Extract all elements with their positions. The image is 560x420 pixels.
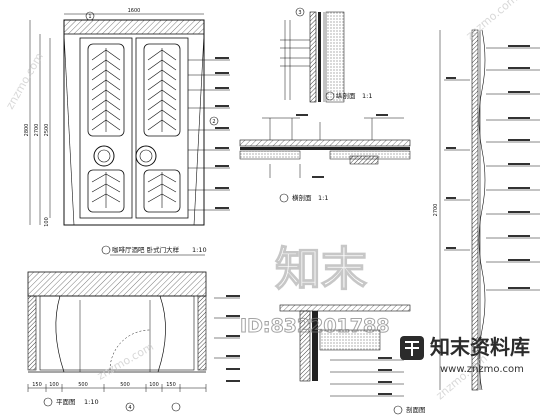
title-section-h-scale: 1:1 — [318, 194, 328, 202]
section-vertical: 3 纵剖面 1:1 — [280, 7, 372, 103]
title-section-v-scale: 1:1 — [362, 92, 372, 100]
section-bottom-middle: 剖面图 — [279, 304, 426, 415]
door-lintel — [63, 19, 205, 35]
plan-dim-5: 100 — [149, 382, 159, 388]
door-frame — [63, 19, 205, 226]
plan-dim-3: 500 — [78, 382, 88, 388]
dim-right-vertical: 2700 — [433, 204, 439, 217]
title-elevation: 咖啡厅酒吧 卧式门大样 — [112, 245, 180, 254]
watermark-diagonal-1: znzmo.com — [3, 51, 46, 112]
section-horizontal: 横剖面 1:1 — [239, 114, 411, 203]
section-right-wall: 2700 — [433, 29, 540, 391]
dim-left-bottom: 100 — [44, 217, 50, 227]
watermark-diagonal-3: znzmo.com — [95, 340, 156, 383]
door-leaf-right — [135, 37, 189, 219]
brand-url: www.znzmo.com — [440, 364, 524, 375]
plan-view: 150 100 500 500 100 150 平面图 1:10 4 — [27, 271, 240, 412]
dim-left-2: 2700 — [34, 124, 40, 137]
plan-dim-6: 150 — [166, 382, 176, 388]
title-section-v: 纵剖面 — [336, 91, 356, 100]
door-handle-left — [93, 145, 115, 167]
watermark-diagonal-4: znzmo.com — [434, 352, 490, 402]
watermark-stamp: 知末 — [275, 242, 367, 296]
bubble-4: 4 — [128, 405, 131, 411]
dim-top: 1600 — [128, 8, 141, 14]
bubble-2: 2 — [212, 119, 215, 125]
dim-left-1: 2800 — [24, 124, 30, 137]
watermark-layer: znzmo.com znzmo.com znzmo.com znzmo.com … — [3, 0, 530, 402]
title-plan-scale: 1:10 — [84, 398, 99, 406]
watermark-id: ID:832201788 — [240, 315, 389, 337]
door-handle-right — [135, 145, 157, 167]
door-leaf-left — [79, 37, 133, 219]
door-elevation: 1600 2800 2700 2500 100 1 2 咖啡厅酒 — [24, 8, 230, 256]
plan-dim-2: 100 — [49, 382, 59, 388]
bubble-3: 3 — [298, 10, 301, 16]
title-plan: 平面图 — [56, 398, 76, 406]
title-section-h: 横剖面 — [292, 193, 312, 202]
brand-logo-icon — [400, 336, 424, 360]
brand-logo-text: 知末资料库 — [430, 335, 530, 359]
title-elevation-scale: 1:10 — [192, 246, 207, 254]
dim-left-3: 2500 — [44, 124, 50, 137]
watermark-diagonal-2: znzmo.com — [464, 0, 520, 42]
title-right-section: 剖面图 — [406, 405, 426, 414]
bubble-1: 1 — [88, 14, 91, 20]
plan-dim-4: 500 — [120, 382, 130, 388]
plan-dim-1: 150 — [32, 382, 42, 388]
